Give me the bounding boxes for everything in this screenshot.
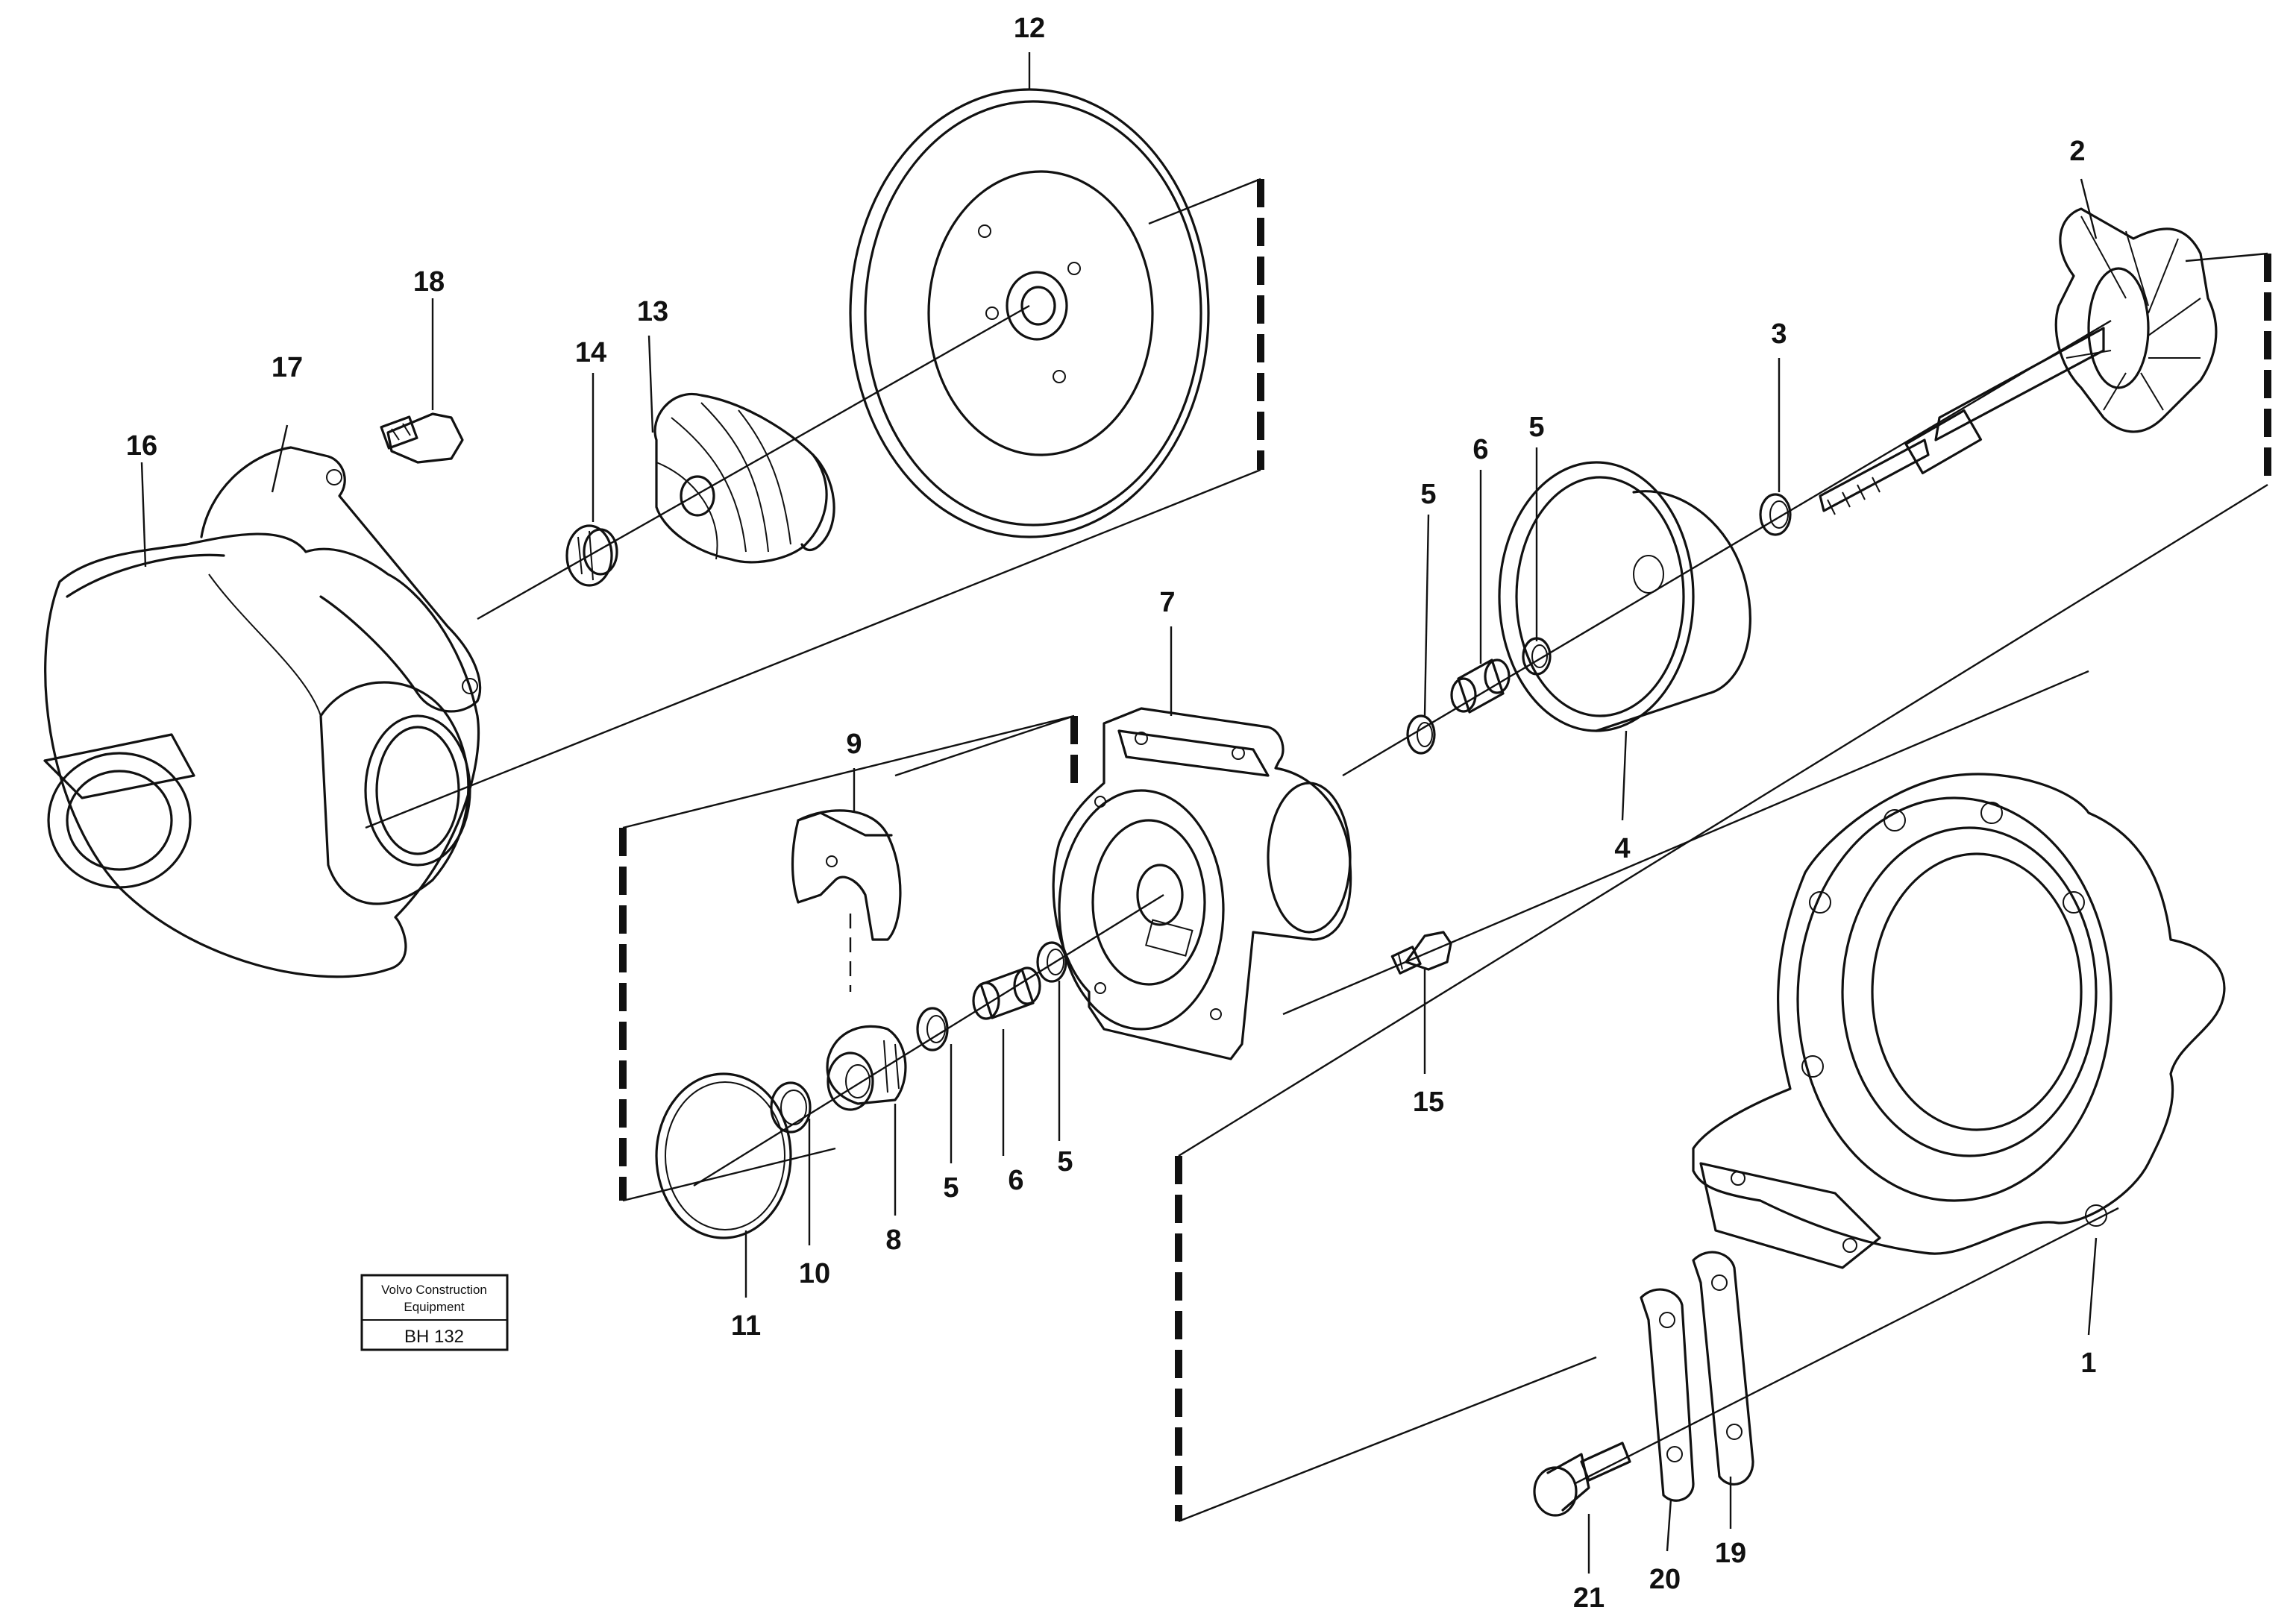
- bearing-lower: [972, 966, 1041, 1020]
- lock-plate-rear: [1692, 1251, 1754, 1486]
- stamp-line-2: Equipment: [404, 1300, 465, 1314]
- callout-12: 12: [1014, 13, 1045, 44]
- circlip-upper-left: [1406, 714, 1436, 755]
- callout-19: 19: [1715, 1538, 1746, 1569]
- seal-plate: [849, 88, 1210, 538]
- callout-5-lower-right: 5: [1057, 1146, 1073, 1178]
- group-outline-center: [619, 714, 1078, 1202]
- callout-3: 3: [1771, 318, 1787, 350]
- stamp-code: BH 132: [404, 1327, 464, 1347]
- publisher-stamp: Volvo Construction Equipment BH 132: [360, 1274, 509, 1351]
- bearing-upper: [1450, 658, 1511, 714]
- axis-left: [477, 304, 1030, 620]
- callout-4: 4: [1614, 833, 1630, 864]
- axis-right: [1342, 319, 2112, 777]
- turbine-housing: [1692, 773, 2226, 1269]
- group-outline-upper: [365, 177, 1264, 829]
- callout-7: 7: [1159, 587, 1175, 618]
- callouts: 1 2 3 4 5 6 5 7 9 5 6 5 8 10 11 12 13 14…: [126, 13, 2097, 1614]
- callout-11: 11: [731, 1310, 761, 1342]
- callout-14: 14: [575, 337, 606, 368]
- stamp-line-1: Volvo Construction: [381, 1283, 487, 1297]
- bolt-upper: [380, 412, 464, 464]
- callout-6-upper: 6: [1472, 434, 1488, 465]
- lock-plate-front: [1640, 1288, 1695, 1502]
- callout-5-lower-left: 5: [943, 1172, 959, 1204]
- callout-15: 15: [1413, 1087, 1444, 1118]
- callout-6-lower: 6: [1008, 1165, 1023, 1196]
- callout-10: 10: [799, 1258, 830, 1289]
- circlip-lower-left: [916, 1007, 949, 1051]
- seal-bush: [826, 1025, 907, 1111]
- o-ring: [655, 1072, 792, 1239]
- group-outline-right: [1175, 252, 2271, 1523]
- circlip-lower-right: [1036, 941, 1067, 983]
- piston-ring: [770, 1081, 812, 1134]
- heat-shield: [1498, 461, 1751, 732]
- callout-20: 20: [1649, 1564, 1681, 1595]
- callout-21: 21: [1573, 1582, 1605, 1614]
- callout-5-upper-right: 5: [1528, 412, 1544, 443]
- callout-13: 13: [637, 296, 668, 327]
- callout-5-upper-left: 5: [1420, 479, 1436, 510]
- callout-8: 8: [885, 1225, 901, 1256]
- gasket: [200, 446, 482, 713]
- bearing-housing: [1052, 707, 1352, 1060]
- bolt-lower: [1533, 1442, 1631, 1517]
- lock-nut: [565, 524, 618, 587]
- callout-17: 17: [272, 352, 303, 383]
- compressor-housing: [43, 532, 480, 978]
- callout-9: 9: [846, 729, 862, 760]
- axis-lower: [693, 893, 1164, 1187]
- callout-16: 16: [126, 430, 157, 462]
- turbine-shaft-wheel: [1819, 207, 2218, 515]
- compressor-wheel: [653, 392, 835, 564]
- circlip-shaft: [1759, 493, 1792, 536]
- callout-1: 1: [2080, 1348, 2096, 1379]
- bolt-center: [1390, 931, 1452, 975]
- callout-2: 2: [2069, 136, 2085, 167]
- thrust-bearing: [791, 809, 902, 992]
- callout-18: 18: [413, 266, 445, 298]
- axis-lock-plates: [1573, 1207, 2119, 1486]
- leader-lines: [140, 52, 2098, 1574]
